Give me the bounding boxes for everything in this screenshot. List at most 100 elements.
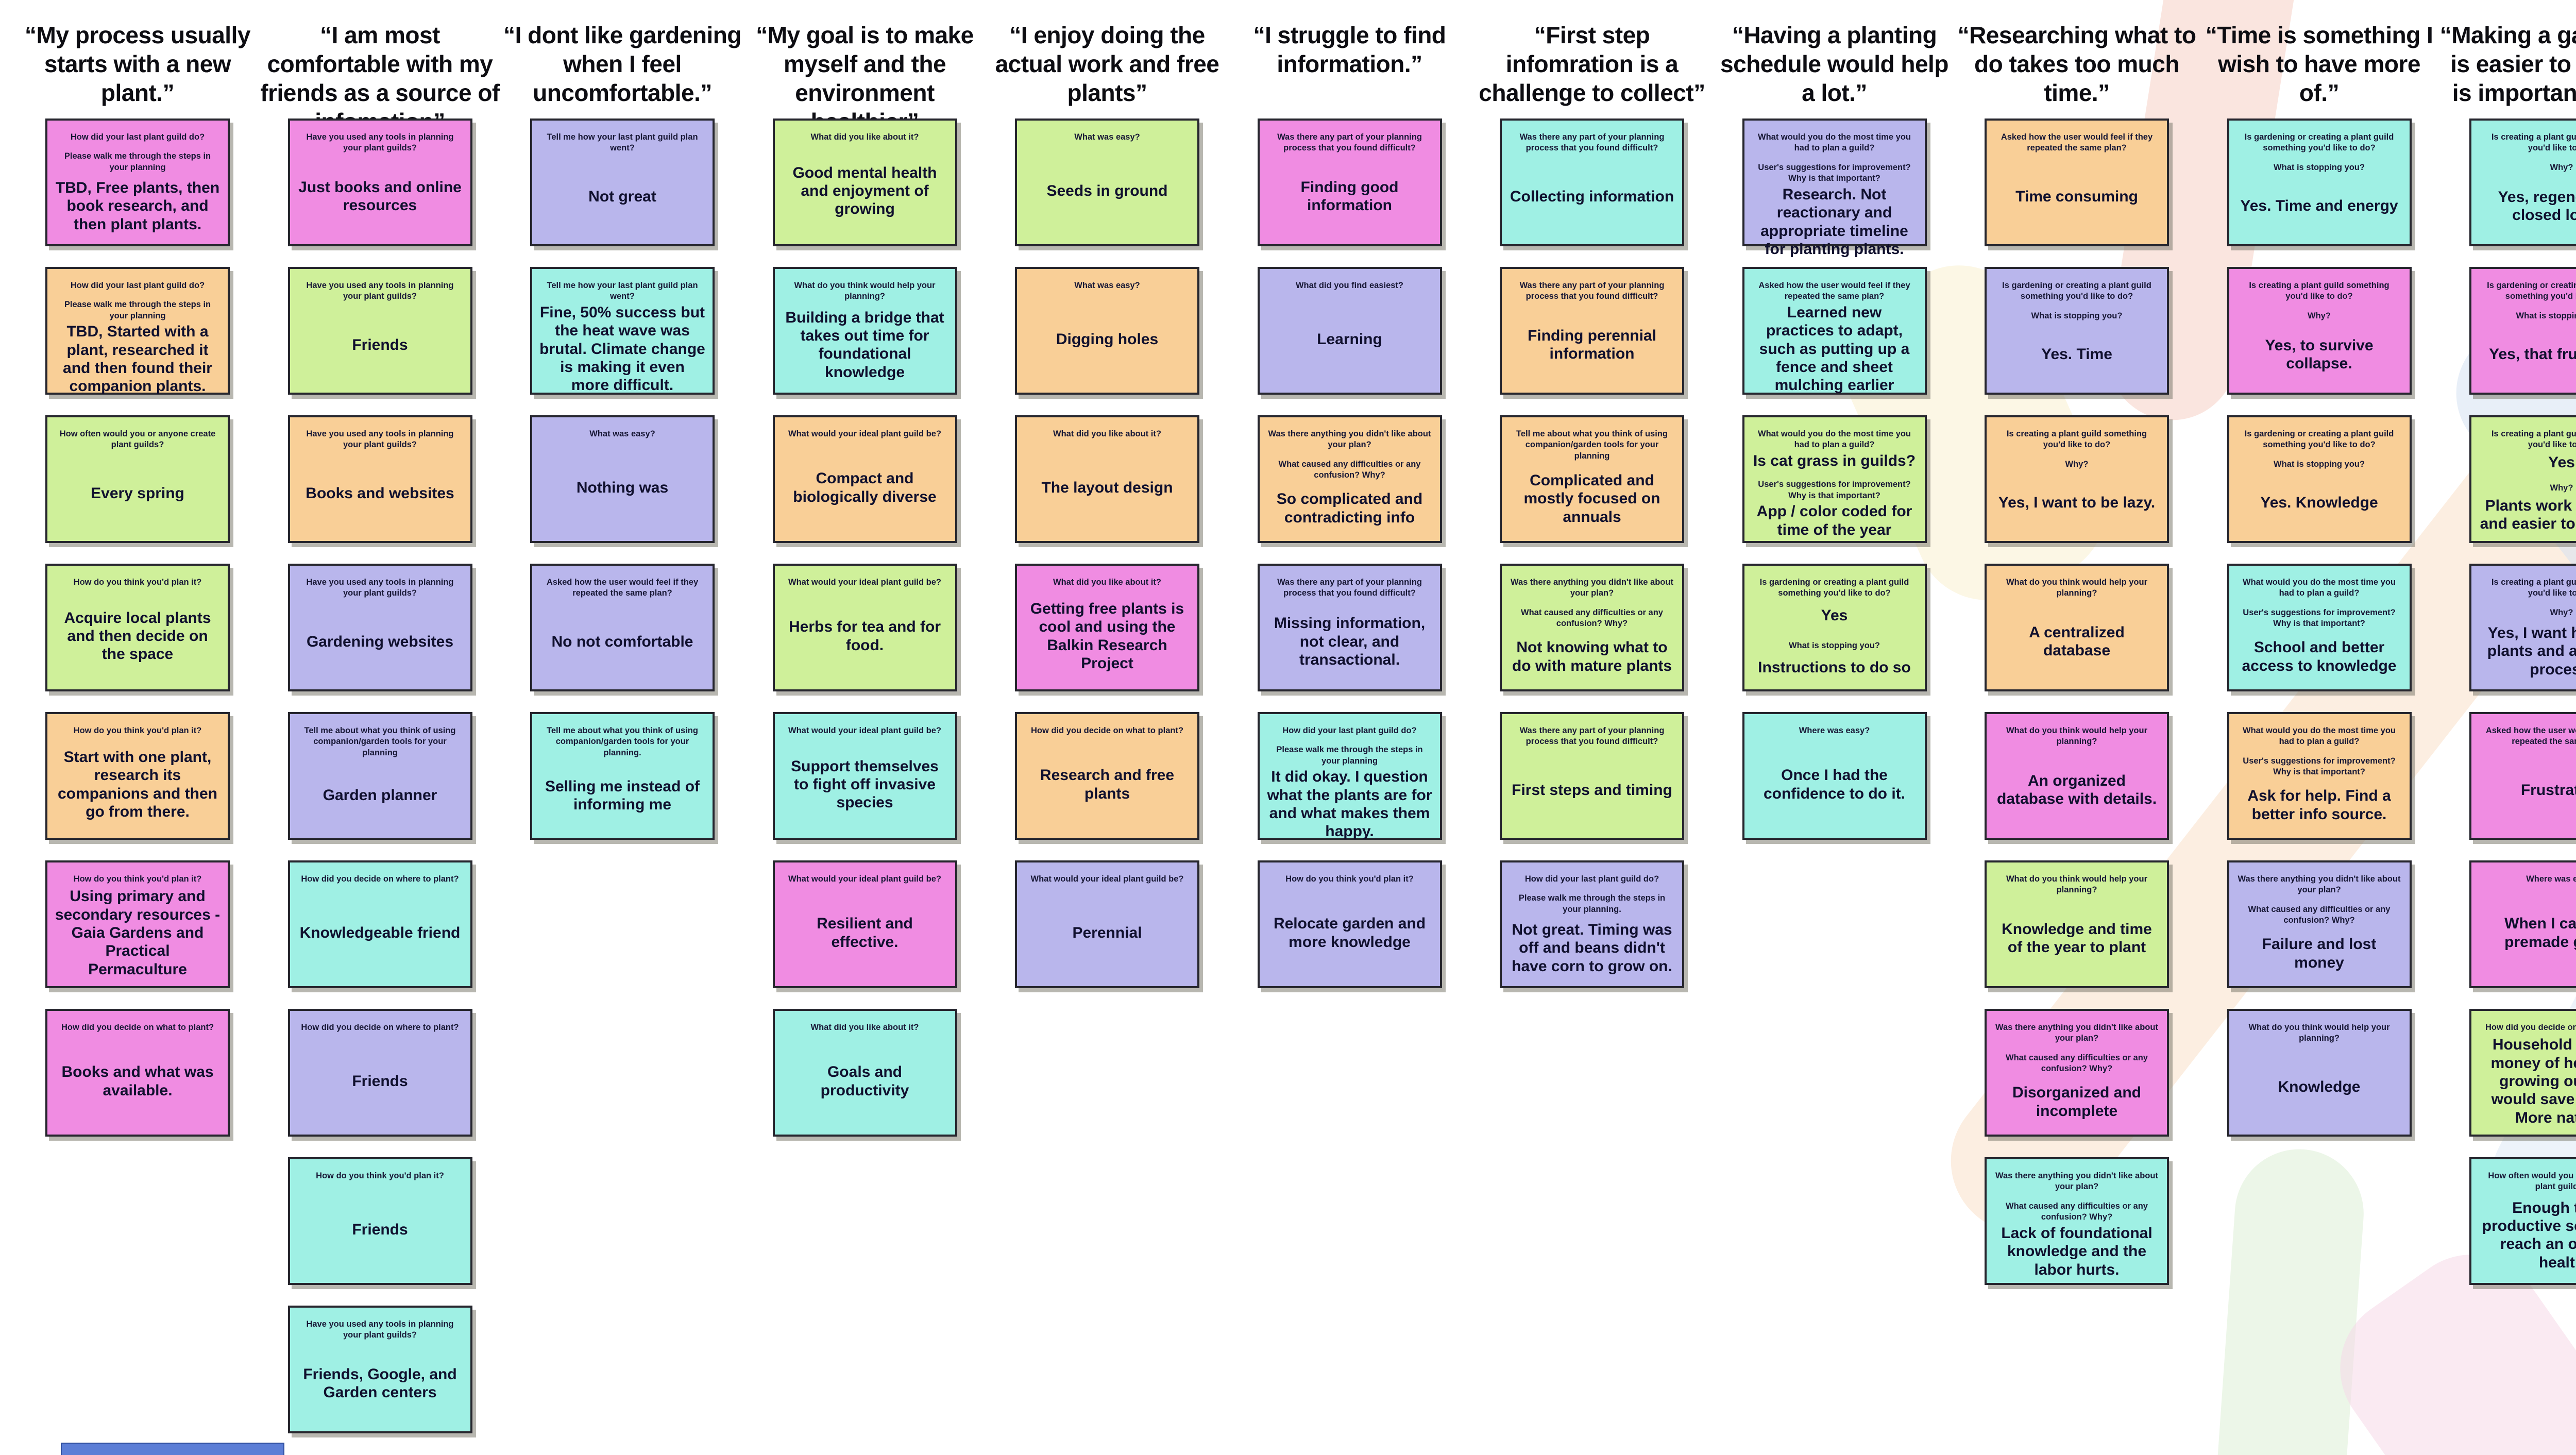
sticky-note[interactable]: What was easy?Seeds in ground	[1015, 119, 1199, 246]
sticky-note[interactable]: What was easy?Nothing was	[530, 415, 715, 543]
sticky-note[interactable]: What do you think would help your planni…	[1985, 564, 2169, 691]
sticky-note[interactable]: How did your last plant guild do?Please …	[45, 267, 230, 395]
note-question: Tell me about what you think of using co…	[1516, 429, 1668, 461]
column-header[interactable]: “Researching what to do takes too much t…	[1957, 22, 2196, 107]
sticky-note[interactable]: What did you like about it?Goals and pro…	[772, 1009, 957, 1137]
sticky-note[interactable]: What would your ideal plant guild be?Per…	[1015, 860, 1199, 988]
sticky-note[interactable]: Was there any part of your planning proc…	[1500, 712, 1684, 840]
sticky-note[interactable]: What would you do the most time you had …	[1742, 119, 1927, 258]
sticky-note[interactable]: Is gardening or creating a plant guild s…	[2227, 119, 2412, 246]
sticky-note[interactable]: What did you like about it?Good mental h…	[772, 119, 957, 246]
sticky-note[interactable]: How often would you or anyone create pla…	[45, 415, 230, 543]
sticky-note[interactable]: Is gardening or creating a plant guild s…	[1742, 564, 1927, 691]
column-header[interactable]: “I am most comfortable with my friends a…	[260, 22, 500, 135]
sticky-note[interactable]: How do you think you'd plan it?Using pri…	[45, 860, 230, 988]
column-header[interactable]: “Having a planting schedule would help a…	[1720, 22, 1948, 107]
sticky-note[interactable]: Was there anything you didn't like about…	[1985, 1009, 2169, 1137]
sticky-note[interactable]: Was there anything you didn't like about…	[1500, 564, 1684, 691]
sticky-note[interactable]: How do you think you'd plan it?Friends	[287, 1157, 472, 1285]
column-header[interactable]: “I dont like gardening when I feel uncom…	[503, 22, 741, 107]
sticky-note[interactable]: Asked how the user would feel if they re…	[530, 564, 715, 691]
sticky-note[interactable]: What did you like about it?Getting free …	[1015, 564, 1199, 691]
sticky-note[interactable]: What do you think would help your planni…	[1985, 712, 2169, 840]
sticky-note[interactable]: Was there anything you didn't like about…	[1257, 415, 1442, 543]
note-question: What would your ideal plant guild be?	[1030, 874, 1184, 884]
sticky-note[interactable]: Have you used any tools in planning your…	[287, 415, 472, 543]
sticky-note[interactable]: Was there anything you didn't like about…	[1985, 1157, 2169, 1285]
column-header[interactable]: “My process usually starts with a new pl…	[25, 22, 250, 107]
sticky-note[interactable]: What would you do the most time you had …	[2227, 712, 2412, 840]
sticky-note[interactable]: How did you decide on what to plant?Book…	[45, 1009, 230, 1137]
note-answer: Acquire local plants and then decide on …	[64, 609, 211, 663]
sticky-note[interactable]: How did your last plant guild do?Please …	[45, 119, 230, 246]
sticky-note[interactable]: How did your last plant guild do?Please …	[1500, 860, 1684, 988]
sticky-note[interactable]: What was easy?Digging holes	[1015, 267, 1199, 395]
sticky-note[interactable]: Is creating a plant guild something you'…	[2469, 415, 2576, 543]
sticky-note[interactable]: How did you decide on what to plant?Rese…	[1015, 712, 1199, 840]
note-question: Why?	[2308, 311, 2331, 320]
sticky-note[interactable]: Where was easy?When I can find premade g…	[2469, 860, 2576, 988]
note-answer: Collecting information	[1510, 188, 1674, 205]
sticky-note[interactable]: Asked how the user would feel if they re…	[2469, 712, 2576, 840]
sticky-note[interactable]: What would your ideal plant guild be?Com…	[772, 415, 957, 543]
note-question: How did you decide on what to plant?	[2485, 1023, 2576, 1032]
sticky-note[interactable]: Is gardening or creating a plant guild s…	[2227, 415, 2412, 543]
sticky-note[interactable]: Asked how the user would feel if they re…	[1985, 119, 2169, 246]
sticky-note[interactable]: Tell me about what you think of using co…	[1500, 415, 1684, 543]
sticky-note[interactable]: Have you used any tools in planning your…	[287, 119, 472, 246]
sticky-note[interactable]: Where was easy?Once I had the confidence…	[1742, 712, 1927, 840]
note-question: Asked how the user would feel if they re…	[2485, 726, 2576, 747]
sticky-note[interactable]: Is gardening or creating a plant guild s…	[2469, 267, 2576, 395]
column-header[interactable]: “I enjoy doing the actual work and free …	[995, 22, 1219, 107]
sticky-note[interactable]: Is creating a plant guild something you'…	[2227, 267, 2412, 395]
sticky-note[interactable]: What do you think would help your planni…	[1985, 860, 2169, 988]
sticky-note[interactable]: What do you think would help your planni…	[2227, 1009, 2412, 1137]
note-question: Tell me about what you think of using co…	[547, 726, 698, 757]
sticky-note[interactable]: Tell me how your last plant guild plan w…	[530, 119, 715, 246]
sticky-note[interactable]: Tell me about what you think of using co…	[287, 712, 472, 840]
note-question: How did you decide on what to plant?	[61, 1023, 214, 1032]
sticky-note[interactable]: Asked how the user would feel if they re…	[1742, 267, 1927, 395]
sticky-note[interactable]: Is creating a plant guild something you'…	[2469, 119, 2576, 246]
sticky-note[interactable]: Is creating a plant guild something you'…	[1985, 415, 2169, 543]
sticky-note[interactable]: What did you find easiest?Learning	[1257, 267, 1442, 395]
note-answer: Instructions to do so	[1758, 659, 1911, 676]
sticky-note[interactable]: What would you do the most time you had …	[1742, 415, 1927, 543]
sticky-note[interactable]: How did your last plant guild do?Please …	[1257, 712, 1442, 840]
sticky-note[interactable]: Have you used any tools in planning your…	[287, 1306, 472, 1433]
sticky-note[interactable]: What do you think would help your planni…	[772, 267, 957, 395]
sticky-note[interactable]: How did you decide on what to plant? Hous…	[2469, 1009, 2576, 1137]
sticky-note[interactable]: Have you used any tools in planning your…	[287, 267, 472, 395]
sticky-note[interactable]: How do you think you'd plan it?Start wit…	[45, 712, 230, 840]
sticky-note[interactable]: Was there anything you didn't like about…	[2227, 860, 2412, 988]
sticky-note[interactable]: What did you like about it?The layout de…	[1015, 415, 1199, 543]
sticky-note[interactable]: Tell me about what you think of using co…	[530, 712, 715, 840]
column-header[interactable]: “First step infomration is a challenge t…	[1479, 22, 1705, 107]
sticky-note[interactable]: Have you used any tools in planning your…	[287, 564, 472, 691]
sticky-note[interactable]: What would your ideal plant guild be?Her…	[772, 564, 957, 691]
sticky-note[interactable]: How did you decide on where to plant?Kno…	[287, 860, 472, 988]
sticky-note[interactable]: How did you decide on where to plant?Fri…	[287, 1009, 472, 1137]
note-question: What did you like about it?	[1053, 429, 1161, 438]
sticky-note[interactable]: Tell me how your last plant guild plan w…	[530, 267, 715, 395]
note-answer: Household spends money of herbs, so grow…	[2490, 1036, 2576, 1126]
sticky-note[interactable]: What would your ideal plant guild be?Sup…	[772, 712, 957, 840]
note-answer: An organized database with details.	[1996, 772, 2157, 808]
sticky-note[interactable]: How often would you say you create plant…	[2469, 1157, 2576, 1285]
sticky-note[interactable]: How do you think you'd plan it?Relocate …	[1257, 860, 1442, 988]
column-header[interactable]: “I struggle to find information.”	[1253, 22, 1446, 78]
sticky-note[interactable]: What would you do the most time you had …	[2227, 564, 2412, 691]
sticky-note[interactable]: Is creating a plant guild something you'…	[2469, 564, 2576, 691]
note-answer: Time consuming	[2015, 188, 2138, 205]
cropped-table-header-bar[interactable]	[61, 1443, 284, 1455]
sticky-note[interactable]: Was there any part of your planning proc…	[1500, 119, 1684, 246]
column-header[interactable]: “Time is something I wish to have more o…	[2205, 22, 2433, 107]
sticky-note[interactable]: What would your ideal plant guild be?Res…	[772, 860, 957, 988]
sticky-note[interactable]: Was there any part of your planning proc…	[1257, 564, 1442, 691]
note-answer: Disorganized and incomplete	[2012, 1084, 2142, 1120]
sticky-note[interactable]: How do you think you'd plan it?Acquire l…	[45, 564, 230, 691]
sticky-note[interactable]: Was there any part of your planning proc…	[1257, 119, 1442, 246]
sticky-note[interactable]: Is gardening or creating a plant guild s…	[1985, 267, 2169, 395]
sticky-note[interactable]: Was there any part of your planning proc…	[1500, 267, 1684, 395]
column-header[interactable]: “Making a garden that is easier to maint…	[2439, 22, 2576, 107]
